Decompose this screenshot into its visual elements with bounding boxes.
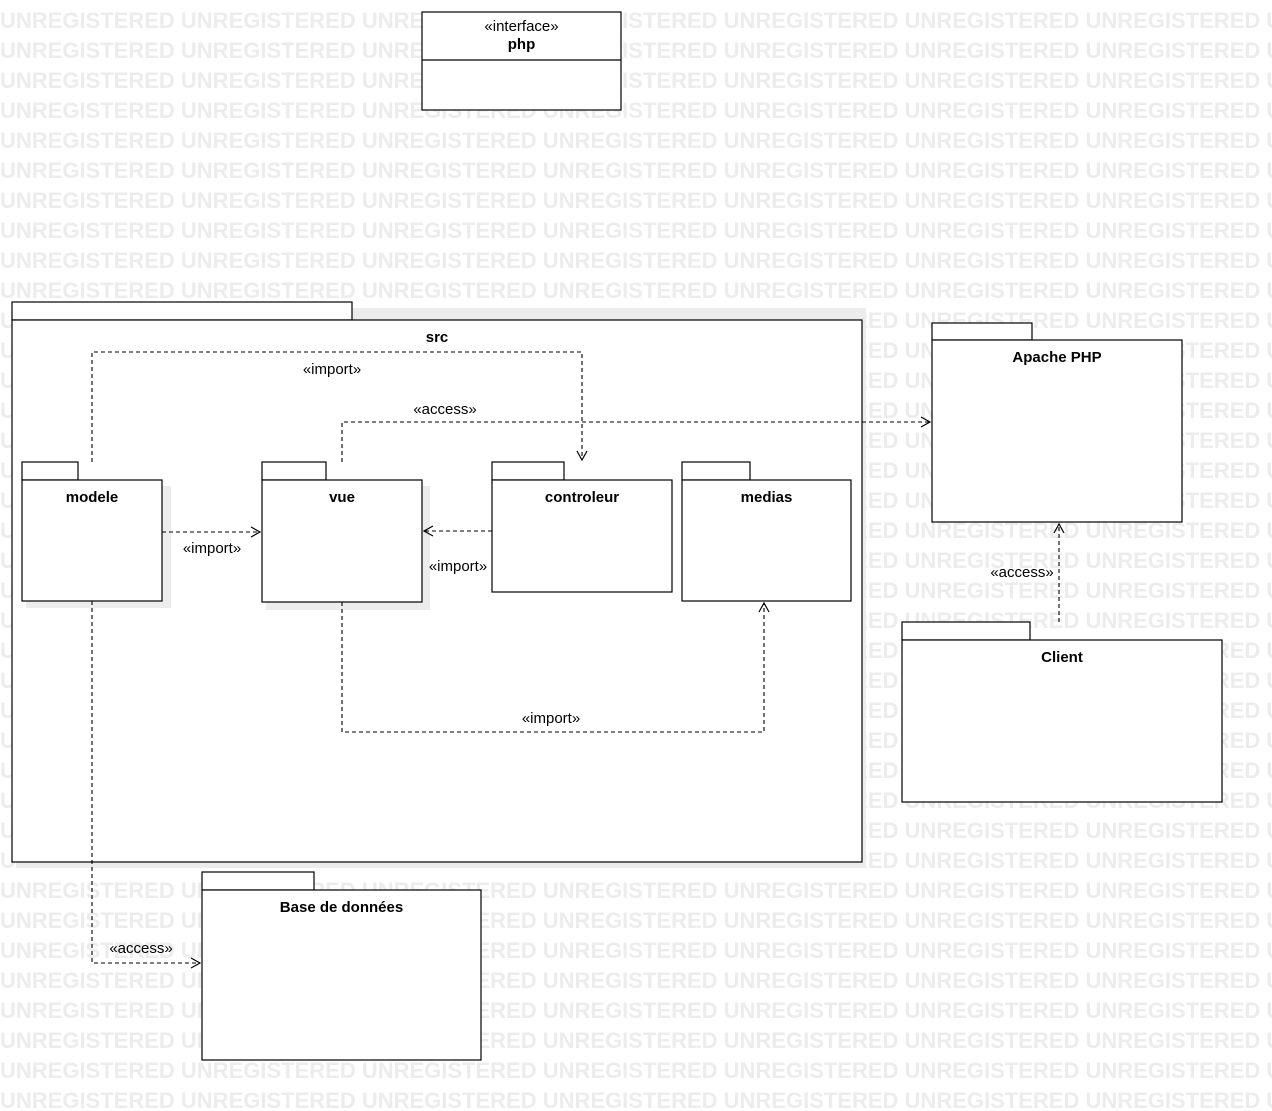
dep-modele-controleur[interactable]: [91, 351, 588, 462]
label-modele-controleur: «import»: [303, 361, 361, 378]
label-modele-bdd: «access»: [109, 940, 172, 957]
package-base-de-donnees[interactable]: Base de données: [201, 871, 482, 1061]
interface-stereotype: «interface»: [484, 18, 558, 35]
package-apache-label: Apache PHP: [1012, 349, 1101, 366]
package-bdd-label: Base de données: [280, 899, 403, 916]
label-client-apache: «access»: [990, 564, 1053, 581]
package-modele-label: modele: [66, 489, 119, 506]
package-medias[interactable]: medias: [681, 461, 852, 602]
package-src[interactable]: src: [11, 301, 866, 868]
package-vue[interactable]: vue: [261, 461, 430, 610]
package-vue-label: vue: [329, 489, 355, 506]
dep-modele-bdd[interactable]: [91, 601, 202, 969]
package-src-label: src: [426, 329, 449, 346]
label-modele-vue: «import»: [183, 540, 241, 557]
package-medias-label: medias: [741, 489, 793, 506]
package-controleur[interactable]: controleur: [491, 461, 673, 593]
package-apache-php[interactable]: Apache PHP: [931, 322, 1183, 523]
interface-name: php: [508, 36, 536, 53]
package-modele[interactable]: modele: [21, 461, 171, 608]
package-controleur-label: controleur: [545, 489, 619, 506]
label-controleur-vue: «import»: [429, 558, 487, 575]
label-vue-apache: «access»: [413, 401, 476, 418]
interface-php[interactable]: «interface» php: [421, 11, 622, 111]
dep-vue-medias[interactable]: [341, 601, 770, 733]
label-vue-medias: «import»: [522, 710, 580, 727]
package-client[interactable]: Client: [901, 621, 1223, 803]
package-client-label: Client: [1041, 649, 1083, 666]
